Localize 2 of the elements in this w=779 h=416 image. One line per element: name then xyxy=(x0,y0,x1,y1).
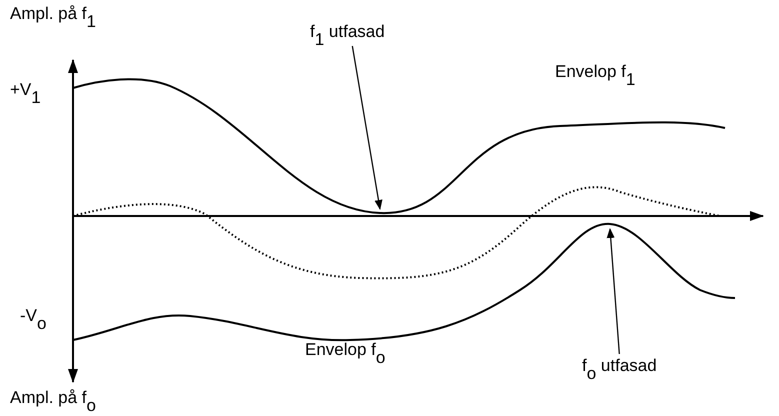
leader-arrow xyxy=(352,46,382,210)
leader-arrow xyxy=(606,228,620,354)
